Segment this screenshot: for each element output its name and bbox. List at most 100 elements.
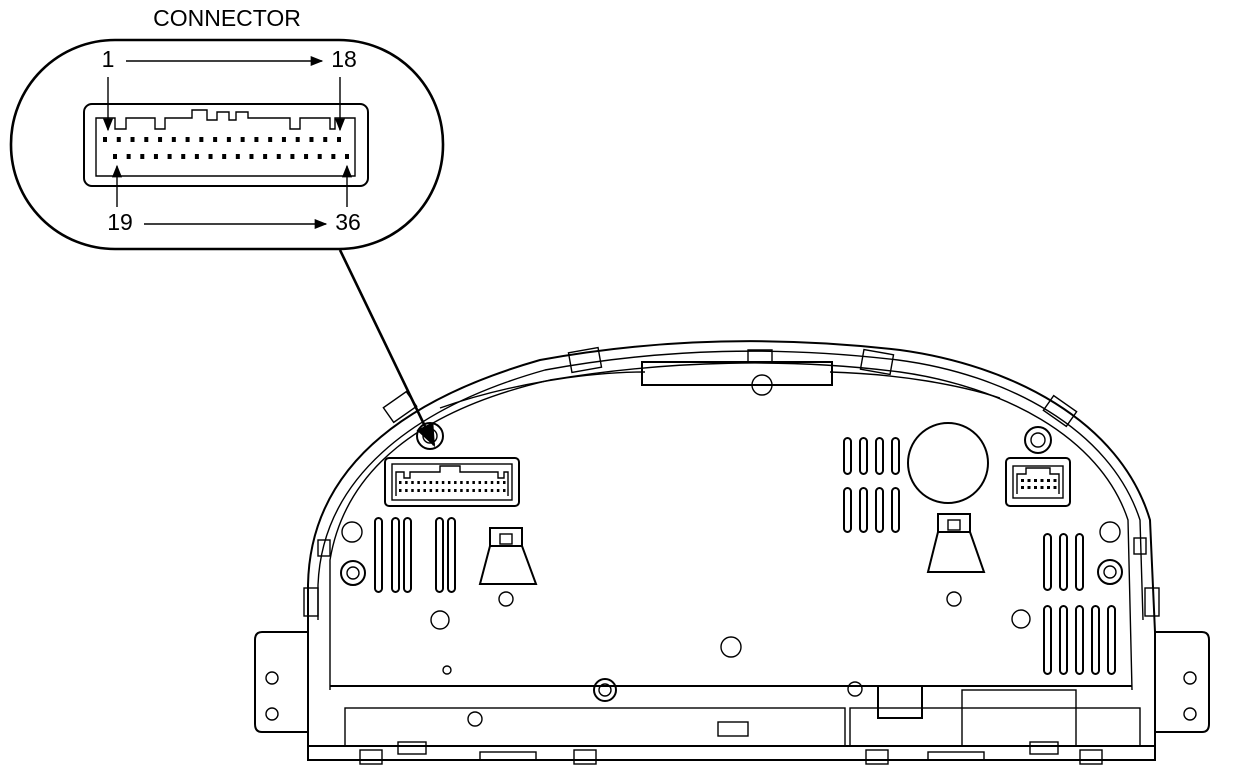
body-pin — [484, 489, 488, 492]
pin-top-2 — [116, 137, 121, 142]
clip-left-3 — [303, 587, 319, 617]
hole-below-right-bulb — [946, 591, 962, 607]
body-pin — [490, 489, 494, 492]
vent-slot — [447, 517, 456, 593]
body-pin — [429, 489, 433, 492]
bottom-right-foot-1 — [865, 749, 889, 765]
pin-top-7 — [185, 137, 190, 142]
vent-slot — [1043, 605, 1052, 675]
body-pin — [405, 489, 408, 492]
small-connector-pin — [1053, 479, 1057, 482]
body-pin — [454, 489, 457, 492]
screw-hole-upper-right-inner — [1030, 432, 1046, 448]
pin-top-10 — [226, 137, 231, 142]
hole-center — [720, 636, 742, 658]
hole-left-small — [442, 665, 452, 675]
small-connector-pin — [1040, 479, 1044, 482]
pin-bottom-19 — [113, 154, 117, 159]
meter-housing-outline — [307, 340, 1156, 633]
screw-hole-left-lower-inner — [346, 566, 360, 580]
leader-line — [338, 249, 436, 448]
top-center-tab — [641, 361, 833, 386]
body-pin — [496, 481, 500, 484]
pin-top-14 — [281, 137, 286, 142]
clip-left-2 — [382, 390, 418, 424]
vent-slot — [1059, 605, 1068, 675]
pin-top-15 — [295, 137, 300, 142]
right-mounting-bracket — [1155, 631, 1210, 733]
body-pin — [460, 481, 463, 484]
bottom-square-socket — [877, 685, 923, 719]
body-pin — [411, 489, 414, 492]
body-pin — [399, 489, 402, 492]
small-connector-pin — [1034, 479, 1037, 482]
pin-top-17 — [323, 137, 328, 142]
clip-right-3 — [1144, 587, 1160, 617]
vent-slot — [891, 437, 900, 475]
screw-hole-left-lower — [340, 560, 366, 586]
pin-top-11 — [240, 137, 245, 142]
body-pin — [447, 481, 451, 484]
vent-slot — [1059, 533, 1068, 591]
body-pin — [435, 481, 439, 484]
small-connector-pin — [1021, 479, 1024, 482]
body-pin — [460, 489, 463, 492]
small-connector-pin — [1047, 486, 1050, 489]
pin-top-1 — [103, 137, 107, 142]
body-pin — [484, 481, 488, 484]
body-pin — [478, 481, 482, 484]
vent-slot — [859, 487, 868, 533]
pin-bottom-33 — [304, 154, 309, 159]
vent-slot — [859, 437, 868, 475]
meter-inner-arc — [439, 371, 1001, 409]
meter-main-connector — [384, 457, 520, 507]
pin-top-9 — [213, 137, 218, 142]
bottom-center-clip — [717, 721, 749, 737]
body-pin — [441, 481, 445, 484]
vent-slot — [1107, 605, 1116, 675]
body-pin — [417, 481, 420, 484]
vent-slot — [1075, 533, 1084, 591]
pin-top-6 — [171, 137, 176, 142]
bulb-socket-right — [926, 513, 986, 573]
screw-hole-right-lower — [1097, 559, 1123, 585]
screw-hole-right-upper — [1099, 521, 1121, 543]
pin-label-1: 1 — [102, 46, 115, 72]
callout-bubble — [9, 38, 445, 251]
connector-housing-outer — [83, 103, 369, 187]
top-clip — [747, 349, 773, 361]
pin-bottom-30 — [263, 154, 268, 159]
body-pin — [503, 481, 506, 484]
meter-housing-rim — [317, 350, 1144, 621]
pin-bottom-20 — [126, 154, 131, 159]
pin-bottom-34 — [317, 154, 322, 159]
vent-slot — [875, 437, 884, 475]
vent-slot — [435, 517, 444, 593]
screw-hole-right-lower-inner — [1103, 565, 1117, 579]
bottom-right-panel — [849, 707, 1141, 747]
pin-bottom-35 — [331, 154, 336, 159]
body-pin — [472, 489, 475, 492]
bottom-left-foot-2 — [397, 741, 427, 755]
screw-hole-upper-left — [416, 422, 444, 450]
body-pin — [417, 489, 420, 492]
vent-slots — [374, 437, 1116, 675]
meter-small-connector — [1005, 457, 1071, 507]
body-pin — [496, 489, 500, 492]
body-pin — [423, 489, 426, 492]
pin-bottom-31 — [276, 154, 281, 159]
body-pin — [423, 481, 426, 484]
small-connector-pin — [1047, 479, 1050, 482]
body-pin — [429, 481, 433, 484]
body-pin — [447, 489, 451, 492]
vent-slot — [1043, 533, 1052, 591]
clip-left-1 — [567, 346, 603, 374]
small-connector-pin — [1034, 486, 1037, 489]
bottom-edge — [307, 745, 1156, 761]
pin-bottom-23 — [167, 154, 172, 159]
bottom-left-foot-4 — [573, 749, 597, 765]
pin-label-36: 36 — [335, 209, 361, 235]
vent-slot — [374, 517, 383, 593]
pin-bottom-28 — [235, 154, 240, 159]
left-bracket-hole-2 — [265, 707, 279, 721]
